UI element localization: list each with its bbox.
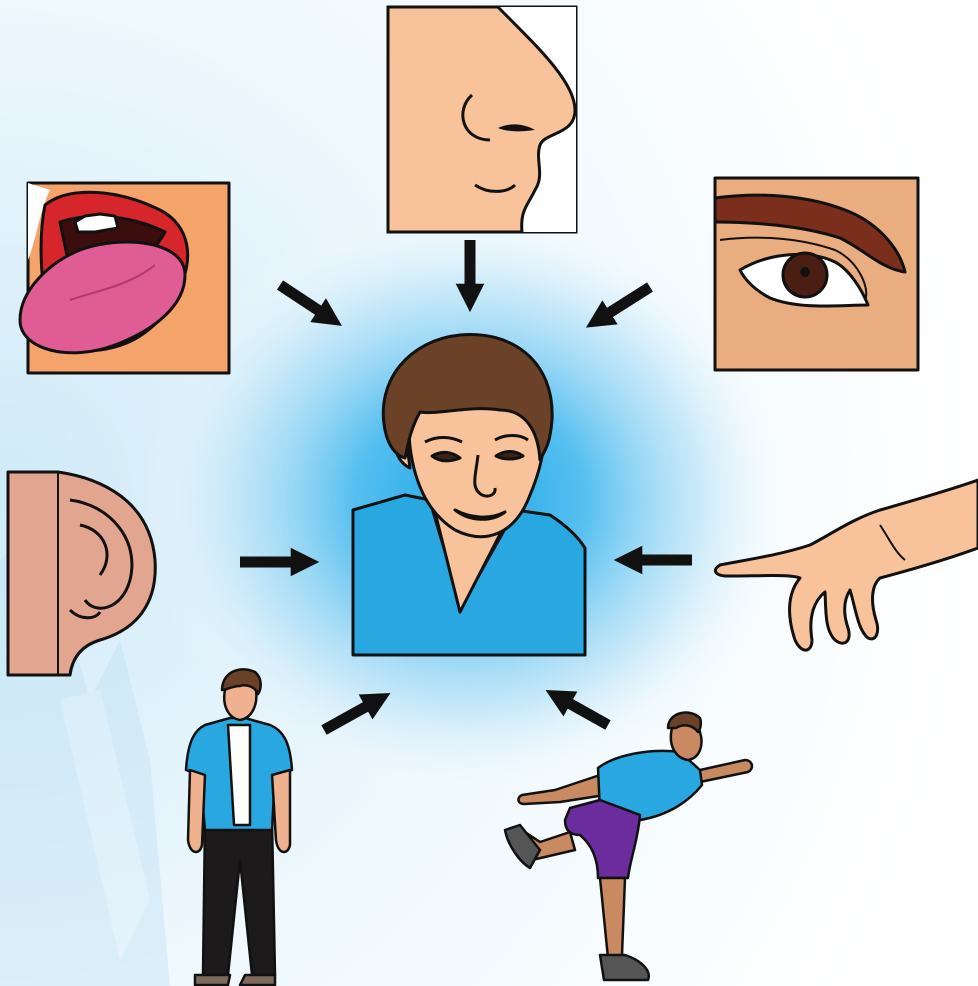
teeth bbox=[75, 214, 118, 232]
mouth-tile bbox=[20, 183, 229, 373]
center-eye-left bbox=[432, 452, 460, 460]
nose-tile bbox=[388, 7, 576, 232]
eye-tile bbox=[715, 178, 918, 370]
center-eye-right bbox=[496, 452, 523, 460]
